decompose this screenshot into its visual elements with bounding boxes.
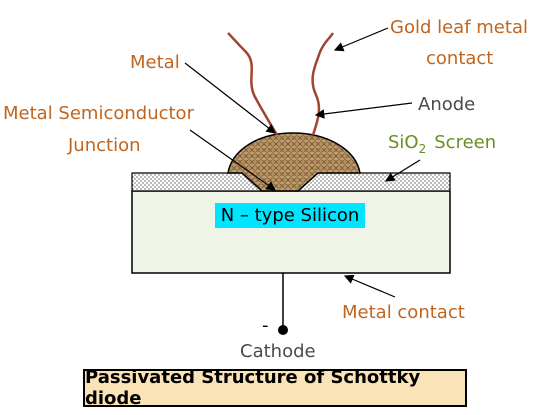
junction-label-line2: Junction [67,135,141,156]
arrow-metal [184,62,276,134]
arrow-sio2 [384,159,421,182]
arrow-junction [189,129,276,191]
sio2-label-subscript: 2 [419,142,427,156]
arrow-anode [314,102,413,119]
anode-label: Anode [418,94,475,115]
arrow-gold-leaf [333,27,389,52]
sio2-label: SiO2 Screen [388,132,496,156]
sio2-label-prefix: SiO [388,132,419,153]
sio2-label-suffix: Screen [434,132,496,153]
diagram-title: Passivated Structure of Schottky diode [83,367,467,409]
n-type-label: N – type Silicon [221,205,360,226]
metal-contact-label: Metal contact [342,302,465,323]
cathode-terminal [278,325,288,335]
metal-dome [227,132,361,192]
gold-leaf-label-line1: Gold leaf metal [390,17,528,38]
sio2-screen-left [131,172,264,192]
gold-leaf-label-line2: contact [426,48,493,69]
n-type-highlight [215,203,365,228]
metal-label: Metal [130,52,180,73]
gold-leaf-wire-right [311,32,335,136]
gold-leaf-wire-left [227,32,279,136]
sio2-screen-right [296,172,451,192]
arrow-metal-contact [343,274,396,298]
junction-label-line1: Metal Semiconductor [3,103,195,124]
cathode-minus-sign: - [262,315,269,336]
cathode-label: Cathode [240,341,316,362]
